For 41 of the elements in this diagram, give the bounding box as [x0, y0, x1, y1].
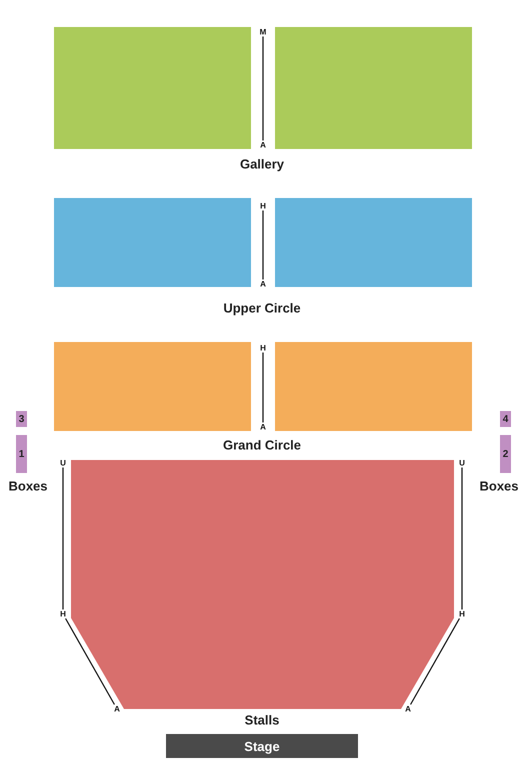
row-letter: U [459, 458, 465, 468]
seating-section [275, 342, 472, 431]
row-letter: M [260, 28, 266, 36]
row-line [262, 36, 264, 140]
section-label: Stalls [244, 712, 280, 728]
box-section [16, 435, 27, 473]
section-label: Boxes [8, 478, 48, 494]
row-line [461, 468, 463, 610]
row-letter: A [260, 280, 266, 288]
row-line [62, 468, 64, 610]
row-line [65, 618, 115, 705]
row-line [262, 352, 264, 422]
section-label: Upper Circle [223, 300, 301, 316]
row-letter: A [260, 140, 266, 150]
section-label: Gallery [240, 156, 284, 172]
row-letter: A [114, 704, 120, 714]
seating-section [54, 198, 251, 287]
section-label: Boxes [479, 478, 519, 494]
stage-block [166, 734, 358, 758]
row-line [410, 618, 460, 705]
row-letter: A [405, 704, 411, 714]
box-number: 3 [18, 414, 24, 424]
box-number: 4 [502, 414, 508, 424]
row-letter: H [260, 202, 266, 210]
seating-section [275, 27, 472, 149]
row-letter: H [260, 344, 266, 352]
stage-label: Stage [244, 738, 280, 754]
row-letter: U [60, 458, 66, 468]
seating-section [54, 27, 251, 149]
row-line [262, 210, 264, 280]
row-letter: H [459, 610, 465, 618]
box-section [500, 411, 511, 427]
box-number: 2 [502, 448, 508, 460]
box-section [16, 411, 27, 427]
seating-section [54, 342, 251, 431]
section-label: Grand Circle [222, 438, 302, 452]
box-section [500, 435, 511, 473]
row-letter: A [260, 422, 266, 432]
row-letter: H [60, 610, 66, 618]
box-number: 1 [18, 448, 24, 460]
seating-section [275, 198, 472, 287]
